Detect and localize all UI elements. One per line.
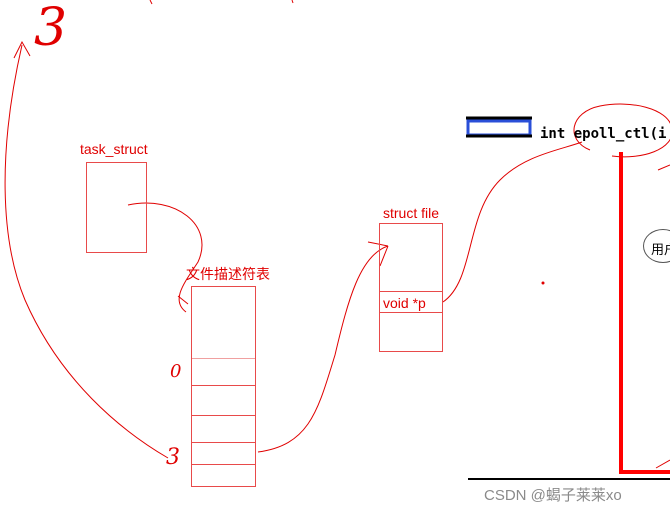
epoll-ctl-code: int epoll_ctl(i — [540, 126, 667, 142]
fd-table-box — [191, 286, 256, 487]
fd-row-divider — [192, 442, 255, 443]
blue-marker-rect — [466, 119, 532, 137]
top-mark — [291, 0, 294, 4]
struct-file-label: struct file — [383, 205, 440, 221]
fd-table-label: 文件描述符表 — [186, 266, 270, 282]
task-to-fdtable-head — [177, 295, 189, 305]
fd-row-divider — [192, 415, 255, 416]
user-bubble: 用户 — [643, 229, 670, 263]
task-struct-label: task_struct — [80, 141, 148, 157]
red-dot — [541, 281, 545, 285]
top-number: 3 — [34, 0, 68, 58]
void-p-row — [380, 291, 443, 313]
epoll-highlight-circle — [573, 103, 670, 158]
index-0: 0 — [170, 361, 182, 382]
top-mark — [149, 0, 153, 5]
return-arrow-curve — [4, 44, 169, 459]
user-bubble-text: 用户 — [651, 242, 670, 257]
struct-file-box — [379, 223, 443, 352]
fd-row-divider — [192, 358, 255, 359]
csdn-watermark: CSDN @蝎子莱莱xo — [484, 487, 622, 504]
return-arrow-head — [13, 40, 31, 59]
voidp-to-epoll-curve — [442, 141, 583, 303]
index-3: 3 — [166, 445, 180, 470]
fd3-to-file-head — [367, 241, 389, 267]
fd-row-divider — [192, 385, 255, 386]
void-p-label: void *p — [383, 295, 426, 311]
task-struct-box — [86, 162, 147, 253]
thin-red-right-edge — [655, 164, 670, 469]
fd3-to-file-curve — [257, 245, 389, 453]
fd-row-divider — [192, 464, 255, 465]
